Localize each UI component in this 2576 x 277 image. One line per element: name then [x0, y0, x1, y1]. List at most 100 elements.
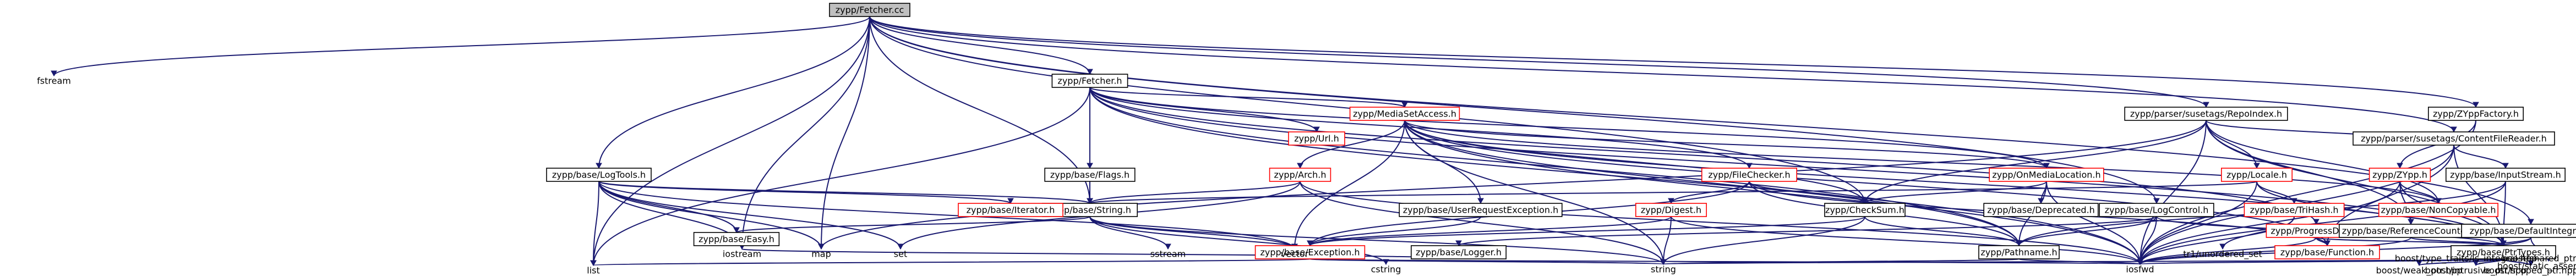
edge-string-h-to-sstream	[1089, 216, 1169, 250]
node-checksum-h[interactable]: zypp/CheckSum.h	[1824, 203, 1906, 217]
node-box	[1989, 168, 2104, 182]
node-box	[2353, 131, 2555, 146]
edge-exception-h-to-iosfwd	[1309, 258, 2141, 265]
node-digest-h[interactable]: zypp/Digest.h	[1635, 203, 1707, 217]
node-label: boost/shared_ptr.hpp	[2502, 253, 2576, 264]
node-zyppfactory-h[interactable]: zypp/ZYppFactory.h	[2427, 107, 2524, 121]
edge-arrowhead	[2137, 259, 2143, 265]
node-box	[2274, 245, 2380, 259]
edge-filechecker-h-to-checksum-h	[1749, 181, 1865, 204]
node-is-integral: boost/type_traits/is_integral.hpp	[2395, 253, 2537, 264]
node-label: fstream	[37, 76, 71, 86]
edge-arrowhead	[2153, 198, 2160, 204]
node-flags-h[interactable]: zypp/base/Flags.h	[1044, 168, 1136, 182]
edge-fetcher-cc-to-zyppfactory-h	[869, 16, 2476, 108]
edge-arrowhead	[1165, 243, 1171, 250]
node-function-h[interactable]: zypp/base/Function.h	[2274, 245, 2380, 259]
node-box	[1635, 203, 1707, 217]
node-repoindex-h[interactable]: zypp/parser/susetags/RepoIndex.h	[2124, 107, 2288, 121]
node-iterator-h[interactable]: zypp/base/Iterator.h	[958, 203, 1063, 217]
edge-logcontrol-h-to-logger-h	[1458, 216, 2157, 246]
node-box	[829, 3, 910, 17]
node-vector: vector	[1281, 249, 1309, 259]
node-mediasetaccess-h[interactable]: zypp/MediaSetAccess.h	[1349, 107, 1460, 121]
node-static-assert: boost/static_assert.hpp	[2497, 261, 2576, 272]
node-inputstream-h[interactable]: zypp/base/InputStream.h	[2445, 168, 2566, 182]
node-logtools-h[interactable]: zypp/base/LogTools.h	[546, 168, 652, 182]
node-easy-h[interactable]: zypp/base/Easy.h	[693, 232, 780, 246]
edge-string-h-to-vector	[1089, 216, 1295, 250]
node-noncopyable-h[interactable]: zypp/base/NonCopyable.h	[2378, 203, 2498, 217]
edge-fetcher-cc-to-repoindex-h	[869, 16, 2207, 108]
edge-locale-h-to-string-h	[1089, 181, 2257, 204]
edge-arrowhead	[51, 70, 57, 77]
node-contentfilereader-h[interactable]: zypp/parser/susetags/ContentFileReader.h	[2353, 131, 2555, 146]
edge-arrowhead	[2528, 219, 2534, 225]
node-userrequestexception-h[interactable]: zypp/base/UserRequestException.h	[1399, 203, 1563, 217]
edge-locale-h-to-iosfwd	[2140, 181, 2257, 265]
node-fetcher-cc[interactable]: zypp/Fetcher.cc	[829, 3, 910, 17]
edge-fetcher-cc-to-iostream	[741, 16, 870, 250]
edge-mediasetaccess-h-to-function-h	[1404, 120, 2328, 246]
edge-fetcher-h-to-pathname-h	[1089, 87, 2020, 246]
node-label: zypp/base/Easy.h	[698, 234, 774, 245]
edge-arrowhead	[2473, 102, 2479, 108]
node-defaultintegral-h[interactable]: zypp/base/DefaultIntegral.h	[2461, 224, 2576, 238]
edge-checksum-h-to-pathname-h	[1864, 216, 2020, 246]
edge-referencecounted-h-to-ptrtypes-h	[2410, 237, 2504, 246]
edge-arrowhead	[2528, 260, 2534, 267]
edge-userrequestexception-h-to-exception-h	[1309, 216, 1481, 246]
node-fetcher-h[interactable]: zypp/Fetcher.h	[1051, 74, 1128, 88]
edge-logtools-h-to-map	[598, 181, 822, 250]
edge-arrowhead	[2203, 102, 2209, 108]
node-weak-ptr: boost/weak_ptr.hpp	[2376, 265, 2463, 276]
node-ptrtypes-h[interactable]: zypp/base/PtrTypes.h	[2451, 245, 2556, 259]
node-sstream: sstream	[1150, 249, 1186, 259]
node-logcontrol-h[interactable]: zypp/base/LogControl.h	[2099, 203, 2214, 217]
node-arch-h[interactable]: zypp/Arch.h	[1269, 168, 1331, 182]
node-label: zypp/OnMediaLocation.h	[1992, 170, 2100, 180]
edge-fetcher-cc-to-map	[821, 16, 870, 250]
edge-arch-h-to-string	[1300, 181, 1664, 265]
edge-arrowhead	[2397, 163, 2403, 169]
node-label: zypp/Fetcher.cc	[836, 5, 904, 15]
node-filechecker-h[interactable]: zypp/FileChecker.h	[1701, 168, 1798, 182]
edge-arrowhead	[1087, 163, 1093, 169]
node-referencecounted-h[interactable]: zypp/base/ReferenceCounted.h	[2338, 224, 2483, 238]
edge-locale-h-to-trihash-h	[2256, 181, 2295, 204]
node-exception-h[interactable]: zypp/base/Exception.h	[1254, 245, 1366, 259]
edge-mediasetaccess-h-to-iosfwd	[1404, 120, 2141, 265]
edge-arrowhead	[897, 243, 904, 250]
node-label: zypp/Locale.h	[2226, 170, 2287, 180]
edge-digest-h-to-iosfwd	[1671, 216, 2141, 265]
edge-inputstream-h-to-iosfwd	[2140, 181, 2506, 265]
node-pathname-h[interactable]: zypp/Pathname.h	[1978, 245, 2060, 259]
edge-fetcher-cc-to-logtools-h	[598, 16, 870, 169]
node-url-h[interactable]: zypp/Url.h	[1288, 131, 1345, 146]
node-trihash-h[interactable]: zypp/base/TriHash.h	[2244, 203, 2345, 217]
edge-string-h-to-string	[1089, 216, 1664, 265]
node-box	[2368, 168, 2431, 182]
node-iostream: iostream	[723, 249, 761, 259]
edge-arrowhead	[2219, 243, 2226, 250]
node-locale-h[interactable]: zypp/Locale.h	[2221, 168, 2293, 182]
node-label: boost/type_traits/is_integral.hpp	[2395, 253, 2537, 264]
node-label: iosfwd	[2126, 264, 2154, 275]
edge-arch-h-to-string-h	[1089, 181, 1301, 204]
node-label: zypp/base/DefaultIntegral.h	[2470, 226, 2576, 236]
node-label: zypp/base/InputStream.h	[2450, 170, 2561, 180]
node-onmedialocation-h[interactable]: zypp/OnMediaLocation.h	[1989, 168, 2104, 182]
node-label: zypp/ZYpp.h	[2372, 170, 2427, 180]
node-logger-h[interactable]: zypp/base/Logger.h	[1411, 245, 1507, 259]
edge-checksum-h-to-string	[1663, 216, 1865, 265]
node-label: tr1/unordered_set	[2183, 249, 2262, 260]
edge-logtools-h-to-vector	[598, 181, 1295, 250]
edge-arrowhead	[1401, 102, 1408, 108]
node-deprecated-h[interactable]: zypp/base/Deprecated.h	[1983, 203, 2099, 217]
node-label: zypp/base/ReferenceCounted.h	[2342, 226, 2480, 236]
node-box	[1044, 168, 1136, 182]
edge-checksum-h-to-exception-h	[1309, 216, 1865, 246]
edge-progressdata-h-to-iosfwd	[2140, 237, 2317, 265]
edge-arrowhead	[2016, 240, 2022, 247]
node-zypp-h[interactable]: zypp/ZYpp.h	[2368, 168, 2431, 182]
